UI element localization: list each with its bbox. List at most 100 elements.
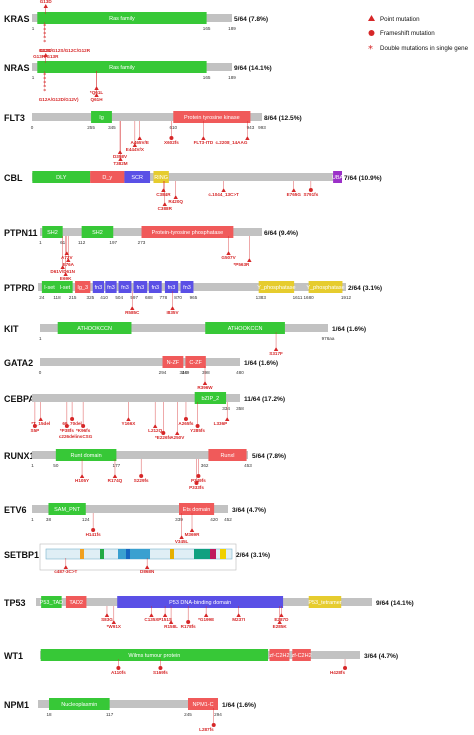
protein-domain <box>37 61 207 73</box>
position-tick: 688 <box>145 295 153 300</box>
legend-double-label: Double mutations in single gene <box>380 45 469 52</box>
position-tick: 1611 <box>293 295 303 300</box>
mutation-label: G13D <box>40 48 53 53</box>
position-tick: 358 <box>236 406 244 411</box>
mutation-label: S5P <box>31 428 40 433</box>
protein-domain <box>164 281 179 293</box>
domain-label: D_y <box>102 175 112 181</box>
protein-domain <box>124 171 151 183</box>
mutation-label: E287D <box>274 617 289 622</box>
gene-name: FLT3 <box>4 113 25 123</box>
mutation-label: Y166X <box>122 421 137 426</box>
double-mutation-star-icon: * <box>43 88 46 95</box>
mutation-label: L287fs <box>199 727 214 732</box>
gene-name: CBL <box>4 173 23 183</box>
gene-name: NRAS <box>4 63 30 73</box>
mutation-marker <box>118 157 123 161</box>
position-tick: 1 <box>39 336 42 341</box>
protein-backbone <box>32 113 262 121</box>
gene-name: NPM1 <box>4 700 29 710</box>
protein-backbone <box>40 358 240 366</box>
protein-motif-band <box>220 549 226 559</box>
mutation-label: P349fs <box>191 478 206 483</box>
mutation-label: R585C <box>125 310 140 315</box>
mutation-label: Q61H <box>91 97 104 102</box>
setbp1-frame <box>39 543 237 571</box>
domain-label: Runt domain <box>71 453 102 459</box>
mutation-label: R420Q <box>168 199 183 204</box>
mutation-marker <box>277 620 282 624</box>
domain-label: SCR <box>131 175 143 181</box>
position-tick: 1680 <box>304 295 315 300</box>
protein-domain <box>333 171 342 183</box>
position-tick: 349 <box>182 370 190 375</box>
mutation-label: E69K <box>60 276 72 281</box>
position-tick: 1 <box>39 240 42 245</box>
protein-domain <box>105 281 117 293</box>
mutation-label: R158L <box>164 624 178 629</box>
protein-domain <box>269 649 290 661</box>
domain-label: P53_TAD <box>40 600 63 606</box>
protein-domain <box>258 281 295 293</box>
protein-motif-band <box>118 549 150 559</box>
position-tick: 112 <box>78 240 86 245</box>
mutation-label: H428fs <box>330 670 346 675</box>
protein-domain <box>292 649 311 661</box>
position-tick: 504 <box>115 295 123 300</box>
protein-domain <box>148 281 162 293</box>
mutation-label: I835V <box>167 310 180 315</box>
position-tick: 273 <box>138 240 146 245</box>
mutation-marker <box>279 613 284 617</box>
position-tick: 334 <box>222 406 230 411</box>
domain-label: TAD2 <box>69 600 83 606</box>
protein-domain <box>81 226 114 238</box>
protein-domain <box>41 596 62 608</box>
protein-domain <box>133 281 148 293</box>
mutation-label: R174Q <box>108 478 123 483</box>
mutation-label: 69_70del <box>62 421 81 426</box>
domain-label: Ig <box>99 115 104 121</box>
mutation-label: C388R <box>158 206 173 211</box>
domain-label: Y_phosphatase <box>306 285 344 291</box>
position-tick: 1 <box>32 75 35 80</box>
mutation-marker <box>201 136 206 140</box>
mutation-marker <box>225 417 230 421</box>
domain-label: Protein-tyrosine phosphatase <box>152 230 224 236</box>
mutation-marker <box>161 188 166 192</box>
position-tick: 1 <box>31 517 34 522</box>
protein-backbone <box>40 324 328 332</box>
mutation-frequency: 5/64 (7.8%) <box>234 16 268 23</box>
domain-label: fn3 <box>95 285 103 291</box>
position-tick: 294 <box>159 370 167 375</box>
domain-label: DLY <box>56 175 67 181</box>
domain-label: RING <box>154 175 168 181</box>
mutation-label: L212Q <box>148 428 162 433</box>
mutation-label: c487-3C>T <box>54 569 77 574</box>
mutation-label: P333fs <box>189 485 204 490</box>
mutation-frequency: 3/64 (4.7%) <box>364 653 398 660</box>
mutation-label: D868N <box>140 569 155 574</box>
mutation-marker <box>79 474 85 478</box>
position-tick: 339 <box>175 517 183 522</box>
protein-domain <box>32 171 91 183</box>
mutation-label: S229fs <box>134 478 149 483</box>
mutation-marker <box>343 666 348 670</box>
protein-domain <box>180 281 194 293</box>
gene-name: WT1 <box>4 651 23 661</box>
mutation-marker <box>104 613 110 617</box>
domain-label: Ig_3 <box>77 285 88 291</box>
mutation-marker <box>111 620 117 624</box>
mutation-marker <box>139 474 144 478</box>
mutation-marker <box>32 424 37 428</box>
protein-domain <box>42 226 63 238</box>
protein-domain <box>92 281 105 293</box>
mutation-marker <box>94 93 99 97</box>
gene-name: SETBP1 <box>4 550 39 560</box>
gene-name: ETV6 <box>4 505 27 515</box>
mutation-marker <box>117 150 123 154</box>
gene-name: KRAS <box>4 14 30 24</box>
